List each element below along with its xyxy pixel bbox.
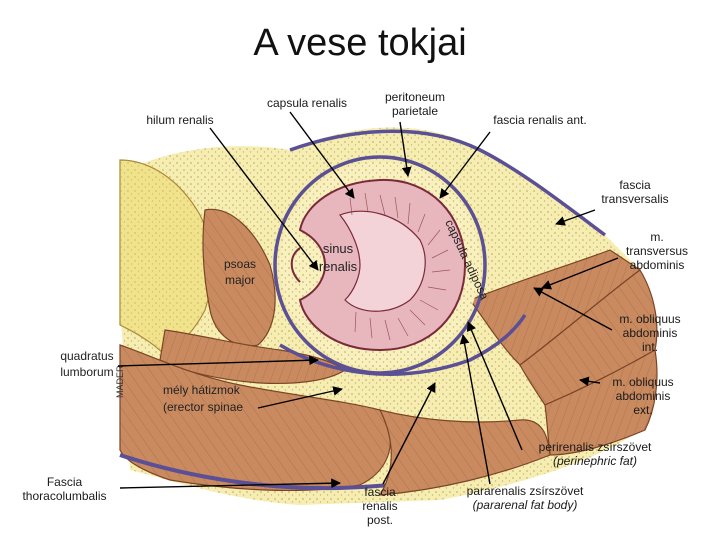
label-capsula-renalis: capsula renalis	[266, 96, 348, 110]
page-title: A vese tokjai	[253, 22, 467, 64]
label-psoas-major-1: psoas	[224, 257, 256, 271]
artist-signature: MADER	[115, 365, 125, 398]
label-fascia-thoracolumbalis: Fascia thoracolumbalis	[2, 475, 127, 503]
label-pararenal-line2: (pararenal fat body)	[472, 498, 578, 512]
arrow-fascia-renalis-ant	[439, 131, 491, 199]
label-fascia-transversalis-line1: fascia	[619, 178, 651, 192]
label-m-obliquus-int: m. obliquus abdominis int.	[600, 312, 700, 354]
label-quadratus-lumborum-1: quadratus	[60, 349, 113, 363]
label-pararenalis-line1: pararenalis zsírszövet	[466, 484, 584, 498]
arrow-fascia-renalis-post	[382, 382, 436, 485]
renal-medulla-striations	[349, 192, 451, 341]
label-fascia-renalis-ant: fascia renalis ant.	[493, 113, 587, 127]
label-mely-hatizmok-1: mély hátizmok	[163, 383, 241, 397]
label-peritoneum-line2: parietale	[391, 104, 439, 118]
label-fascia-renalis-post: fascia renalis post.	[350, 485, 410, 527]
arrow-fascia-thoracolumbalis	[119, 478, 341, 489]
label-sinus-renalis-2: renalis	[319, 259, 358, 274]
label-thoracolumbalis-line2: thoracolumbalis	[22, 489, 107, 503]
peritoneum-parietale	[289, 129, 607, 237]
label-mely-hatizmok-2: (erector spinae	[163, 400, 243, 414]
bone-texture	[120, 160, 212, 355]
label-transversus-line3: abdominis	[629, 258, 685, 272]
arrow-hilum-renalis	[209, 127, 319, 271]
arrow-obliquus-ext	[579, 376, 601, 387]
label-peritoneum-line1: peritoneum	[384, 90, 446, 104]
label-perirenalis-line1: perirenalis zsírszövet	[538, 440, 652, 454]
label-thoracolumbalis-line1: Fascia	[46, 475, 83, 489]
arrow-mely-hatizmok	[257, 386, 343, 409]
arrow-obliquus-int	[533, 287, 613, 331]
label-obliquus-ext-line1: m. obliquus	[612, 375, 674, 389]
label-obliquus-ext-line3: ext.	[633, 403, 653, 417]
arrow-fascia-transversalis	[555, 209, 596, 226]
arrow-peritoneum	[399, 121, 412, 177]
label-perirenalis: perirenalis zsírszövet (perinephric fat)	[520, 440, 670, 468]
label-fascia-post-line1: fascia	[364, 485, 396, 499]
label-fascia-transversalis-line2: transversalis	[601, 192, 669, 206]
arrow-transversus	[541, 257, 619, 290]
label-peritoneum-parietale: peritoneum parietale	[370, 90, 460, 118]
label-hilum-renalis: hilum renalis	[146, 113, 214, 127]
arrow-pararenalis	[459, 334, 491, 485]
label-m-transversus-abdominis: m. transversus abdominis	[612, 230, 702, 272]
leader-lines	[117, 111, 619, 489]
posterior-renal-fascia	[279, 314, 527, 376]
arrow-perirenalis	[466, 321, 523, 451]
arrow-quadratus	[117, 355, 319, 367]
label-pararenalis: pararenalis zsírszövet (pararenal fat bo…	[450, 484, 600, 512]
hilum-vessels	[290, 247, 301, 283]
label-transversus-line1: m.	[650, 230, 664, 244]
label-obliquus-int-line1: m. obliquus	[619, 312, 681, 326]
label-m-obliquus-ext: m. obliquus abdominis ext.	[593, 375, 693, 417]
label-psoas-major-2: major	[225, 273, 255, 287]
label-quadratus-lumborum-2: lumborum	[60, 365, 113, 379]
label-perinephric-line2: (perinephric fat)	[552, 454, 638, 468]
label-sinus-renalis-1: sinus	[323, 241, 354, 256]
label-obliquus-ext-line2: abdominis	[615, 389, 671, 403]
label-transversus-line2: transversus	[625, 244, 689, 258]
label-fascia-transversalis: fascia transversalis	[580, 178, 690, 206]
arrow-capsula-renalis	[289, 111, 355, 199]
label-obliquus-int-line2: abdominis	[622, 326, 678, 340]
renal-sinus	[339, 210, 426, 312]
label-obliquus-int-line3: int.	[641, 340, 658, 354]
label-fascia-post-line3: post.	[366, 513, 393, 527]
label-fascia-post-line2: renalis	[362, 499, 398, 513]
